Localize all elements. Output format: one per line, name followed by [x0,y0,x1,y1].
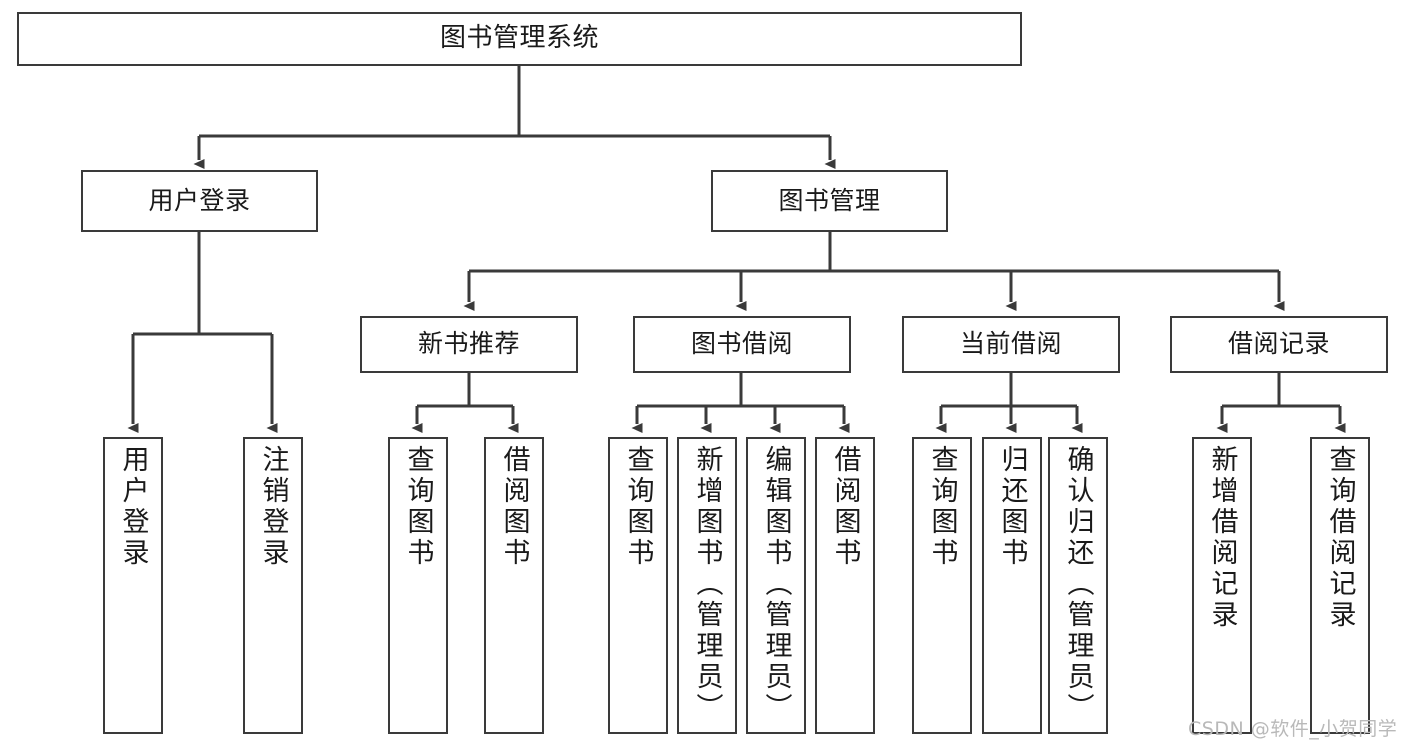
leaf-query-book-1[interactable]: 查询图书 [388,437,448,734]
node-book-borrow-label: 图书借阅 [690,329,793,359]
leaf-confirm-return-label: 确认归还（管理员） [1062,445,1094,724]
leaf-logout-login[interactable]: 注销登录 [243,437,303,734]
node-borrow-record[interactable]: 借阅记录 [1170,316,1388,373]
leaf-query-record-label: 查询借阅记录 [1324,445,1356,631]
node-book-manage-label: 图书管理 [778,185,881,215]
node-current-borrow[interactable]: 当前借阅 [902,316,1120,373]
node-book-borrow[interactable]: 图书借阅 [633,316,851,373]
leaf-return-book[interactable]: 归还图书 [982,437,1042,734]
leaf-query-record[interactable]: 查询借阅记录 [1310,437,1370,734]
node-new-book-recommend[interactable]: 新书推荐 [360,316,578,373]
leaf-logout-login-label: 注销登录 [257,445,289,569]
leaf-borrow-book-1-label: 借阅图书 [498,445,530,569]
node-user-login-label: 用户登录 [148,185,251,215]
leaf-borrow-book-2-label: 借阅图书 [829,445,861,569]
node-current-borrow-label: 当前借阅 [959,329,1062,359]
leaf-query-book-2[interactable]: 查询图书 [608,437,668,734]
node-borrow-record-label: 借阅记录 [1227,329,1330,359]
leaf-borrow-book-1[interactable]: 借阅图书 [484,437,544,734]
leaf-add-record[interactable]: 新增借阅记录 [1192,437,1252,734]
leaf-add-record-label: 新增借阅记录 [1206,445,1238,631]
leaf-query-book-1-label: 查询图书 [402,445,434,569]
leaf-add-book[interactable]: 新增图书（管理员） [677,437,737,734]
node-root-label: 图书管理系统 [439,23,599,54]
leaf-query-book-2-label: 查询图书 [622,445,654,569]
node-new-book-recommend-label: 新书推荐 [417,329,520,359]
leaf-user-login-label: 用户登录 [117,445,149,569]
leaf-user-login[interactable]: 用户登录 [103,437,163,734]
leaf-query-book-3-label: 查询图书 [926,445,958,569]
leaf-add-book-label: 新增图书（管理员） [691,445,723,724]
leaf-query-book-3[interactable]: 查询图书 [912,437,972,734]
node-book-manage[interactable]: 图书管理 [711,170,948,232]
leaf-borrow-book-2[interactable]: 借阅图书 [815,437,875,734]
leaf-return-book-label: 归还图书 [996,445,1028,569]
node-root[interactable]: 图书管理系统 [17,12,1022,66]
leaf-edit-book[interactable]: 编辑图书（管理员） [746,437,806,734]
node-user-login[interactable]: 用户登录 [81,170,318,232]
leaf-edit-book-label: 编辑图书（管理员） [760,445,792,724]
leaf-confirm-return[interactable]: 确认归还（管理员） [1048,437,1108,734]
csdn-watermark: CSDN @软件_小贺同学 [1188,718,1398,740]
